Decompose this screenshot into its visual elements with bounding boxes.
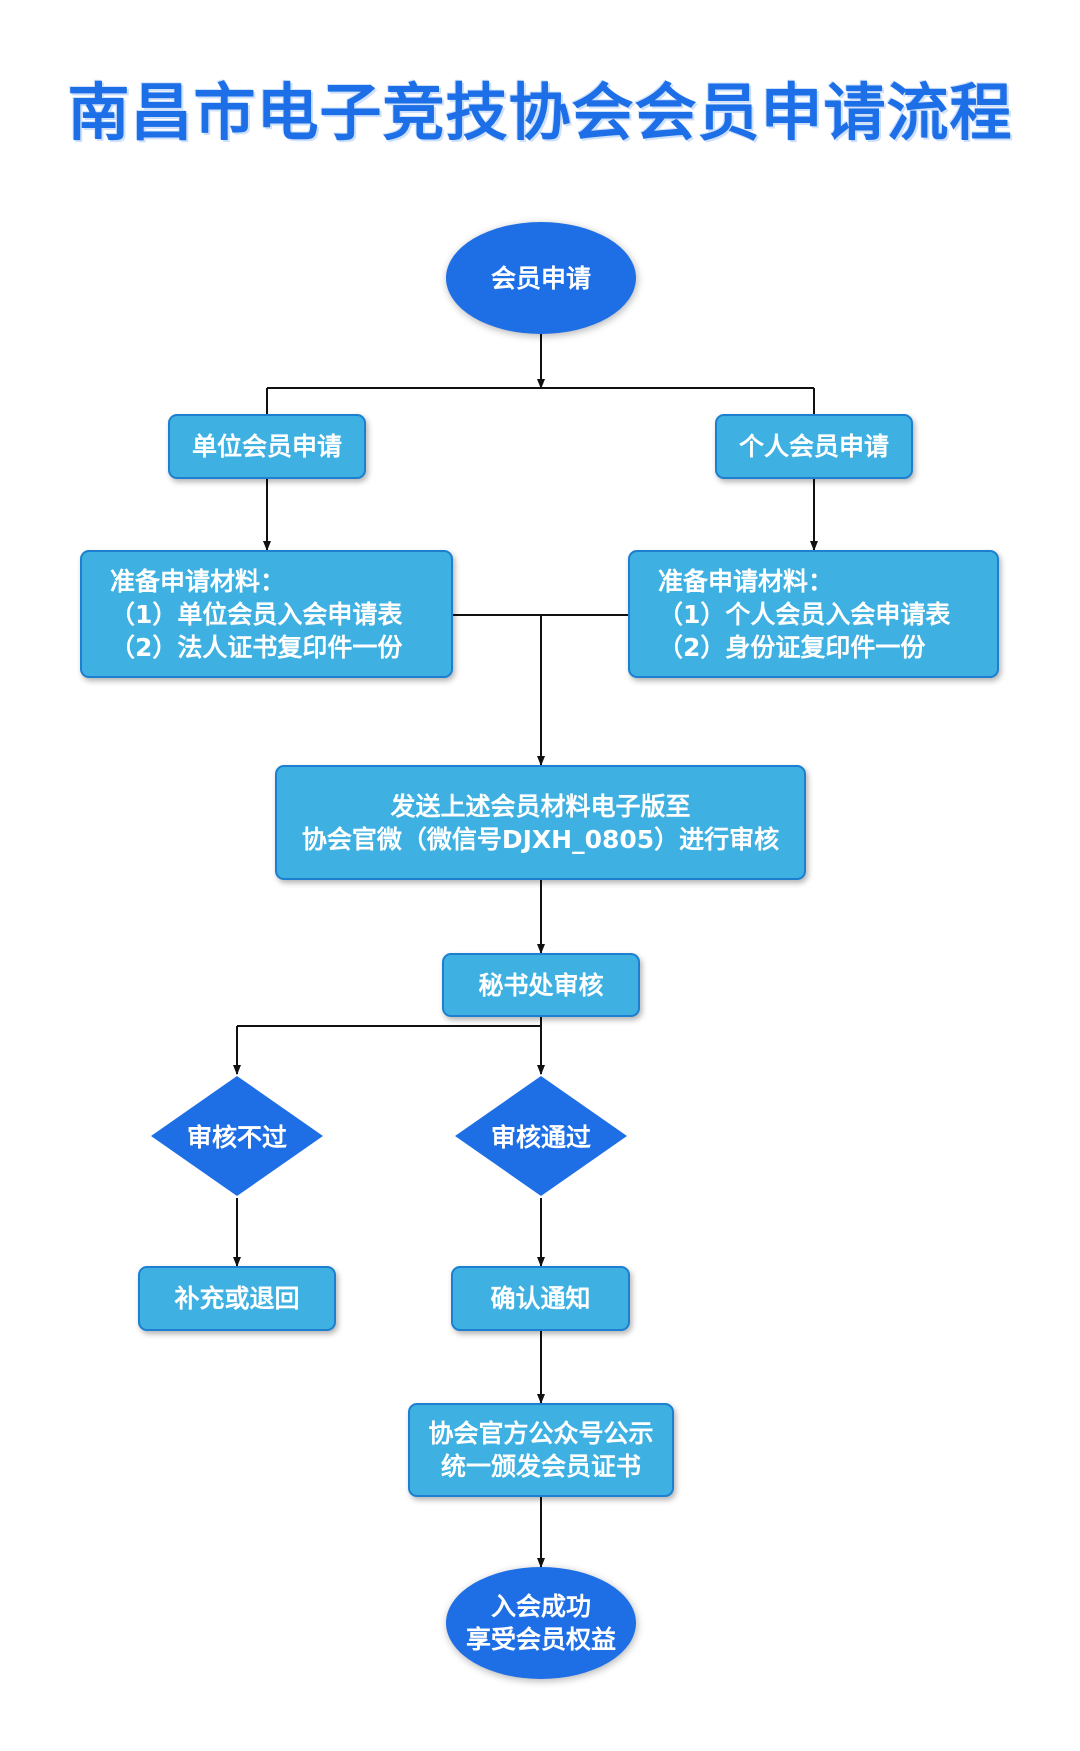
personal-apply-node: 个人会员申请	[715, 414, 913, 479]
unit-materials-line-1: 准备申请材料：	[110, 566, 286, 596]
reject-decision: 审核不过	[149, 1074, 325, 1198]
start-node: 会员申请	[446, 222, 636, 334]
approve-label: 审核通过	[490, 1123, 591, 1152]
supplement-node: 补充或退回	[138, 1266, 336, 1331]
personal-materials-line-2: （1）个人会员入会申请表	[658, 599, 951, 629]
supplement-label: 补充或退回	[174, 1284, 300, 1313]
publish-line-1: 协会官方公众号公示	[428, 1419, 654, 1448]
page-title: 南昌市电子竞技协会会员申请流程	[67, 76, 1013, 149]
publish-line-2: 统一颁发会员证书	[440, 1452, 641, 1481]
unit-materials-line-3: （2）法人证书复印件一份	[110, 632, 403, 662]
send-line-1: 发送上述会员材料电子版至	[390, 791, 691, 821]
personal-materials-node: 准备申请材料： （1）个人会员入会申请表 （2）身份证复印件一份	[628, 550, 999, 678]
unit-apply-label: 单位会员申请	[191, 432, 342, 461]
approve-decision: 审核通过	[453, 1074, 629, 1198]
unit-materials-line-2: （1）单位会员入会申请表	[110, 599, 403, 629]
end-node: 入会成功 享受会员权益	[446, 1567, 636, 1679]
secretariat-node: 秘书处审核	[442, 953, 640, 1017]
end-line-1: 入会成功	[490, 1592, 591, 1621]
send-node: 发送上述会员材料电子版至 协会官微（微信号DJXH_0805）进行审核	[275, 765, 806, 880]
unit-apply-node: 单位会员申请	[168, 414, 366, 479]
personal-apply-label: 个人会员申请	[738, 432, 889, 461]
publish-node: 协会官方公众号公示 统一颁发会员证书	[408, 1403, 674, 1497]
secretariat-label: 秘书处审核	[478, 970, 604, 1000]
personal-materials-line-1: 准备申请材料：	[658, 566, 834, 596]
reject-label: 审核不过	[186, 1123, 287, 1152]
unit-materials-node: 准备申请材料： （1）单位会员入会申请表 （2）法人证书复印件一份	[80, 550, 453, 678]
confirm-label: 确认通知	[490, 1284, 591, 1313]
approve-diamond-shape	[455, 1076, 627, 1196]
send-line-2: 协会官微（微信号DJXH_0805）进行审核	[301, 824, 780, 854]
confirm-node: 确认通知	[451, 1266, 630, 1331]
end-line-2: 享受会员权益	[465, 1625, 616, 1654]
reject-diamond-shape	[151, 1076, 323, 1196]
personal-materials-line-3: （2）身份证复印件一份	[658, 632, 926, 662]
start-label: 会员申请	[490, 263, 591, 293]
